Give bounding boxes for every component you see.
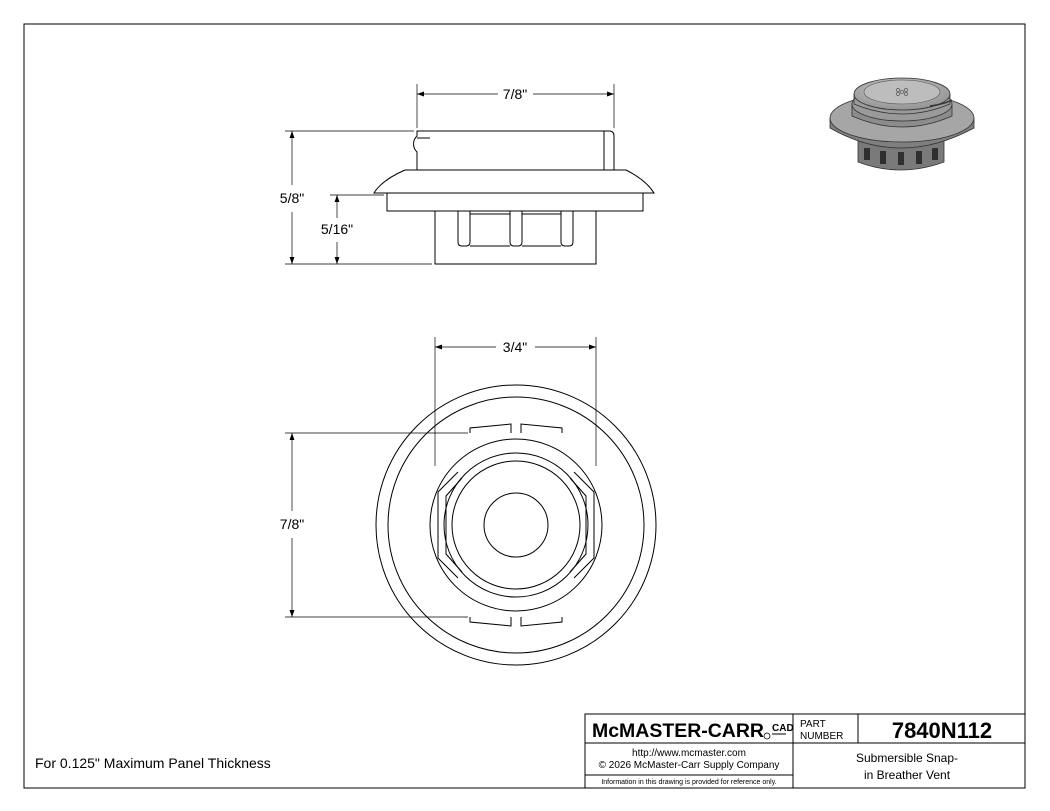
part-number: 7840N112 <box>892 718 992 743</box>
copyright-text: © 2026 McMaster-Carr Supply Company <box>599 760 780 771</box>
reference-disclaimer: Information in this drawing is provided … <box>601 779 776 786</box>
dimension-bottom-height: 7/8" <box>280 516 304 532</box>
side-view <box>373 130 655 265</box>
vent-holes <box>896 88 908 96</box>
brand-cad-text: CAD <box>772 723 794 734</box>
panel-thickness-note: For 0.125" Maximum Panel Thickness <box>35 755 271 771</box>
bottom-view <box>375 384 657 666</box>
dimension-side-height: 5/8" <box>280 190 304 206</box>
title-block <box>584 713 1026 789</box>
mcmaster-url: http://www.mcmaster.com <box>632 748 746 759</box>
dimension-bottom-width: 3/4" <box>503 339 527 355</box>
dimension-side-width: 7/8" <box>503 86 527 102</box>
sheet-border <box>23 23 1026 789</box>
mcmaster-logo: McMASTER-CARR CAD <box>592 721 794 742</box>
part-description-line-1: Submersible Snap- <box>856 751 958 765</box>
bottom-view-dimensions <box>285 337 597 618</box>
part-number-label-2: NUMBER <box>800 731 843 742</box>
brand-logo-text: McMASTER-CARR <box>592 721 764 742</box>
dimension-side-lower-height: 5/16" <box>321 221 353 237</box>
part-description-line-2: in Breather Vent <box>864 768 951 782</box>
isometric-view <box>829 77 975 171</box>
part-number-label: PART <box>800 719 826 730</box>
side-view-dimensions <box>285 84 615 265</box>
